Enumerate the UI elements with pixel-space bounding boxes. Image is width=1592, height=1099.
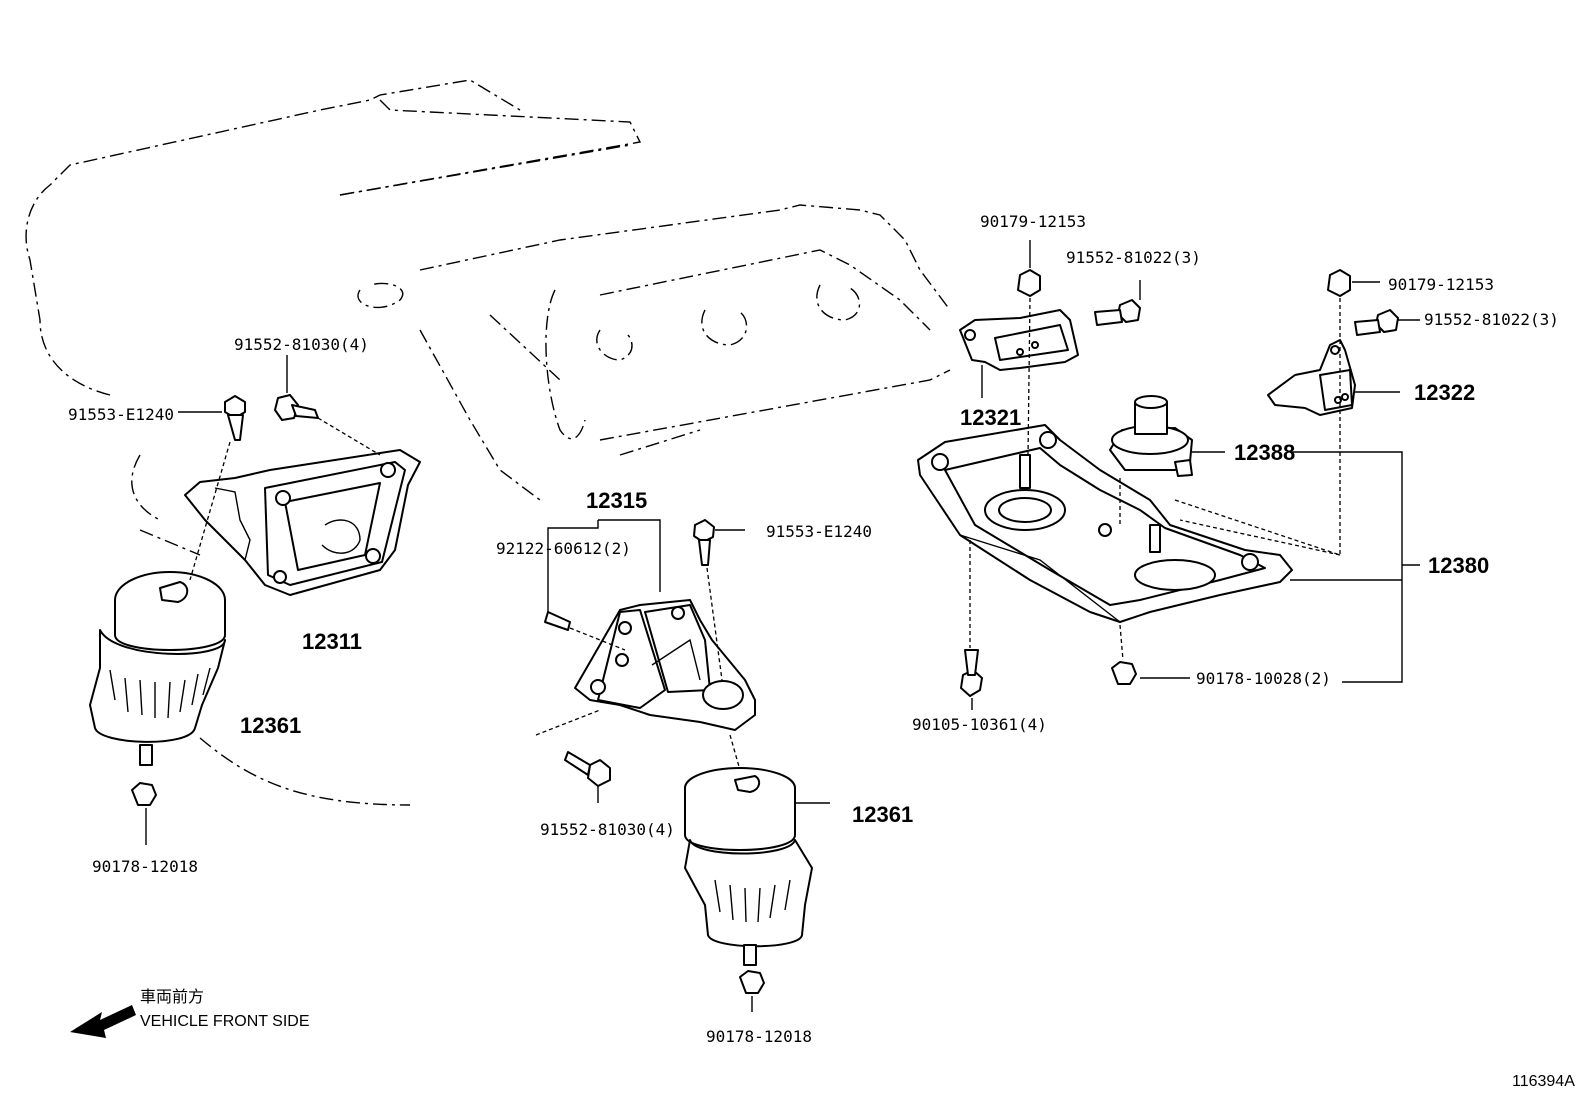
label-12322: 12322: [1414, 380, 1475, 405]
label-91552-b: 91552-81022(3): [1424, 310, 1559, 329]
label-91552-left: 91552-81030(4): [234, 335, 369, 354]
label-91552-a: 91552-81022(3): [1066, 248, 1201, 267]
center-insulator-12361: [684, 767, 830, 1012]
label-90179-b: 90179-12153: [1388, 275, 1494, 294]
bracket-12321: [959, 309, 1079, 398]
label-12388: 12388: [1234, 440, 1295, 465]
direction-english: VEHICLE FRONT SIDE: [140, 1013, 310, 1030]
label-12361-left: 12361: [240, 713, 301, 738]
engine-outline: [25, 79, 951, 806]
vehicle-front-arrow-icon: [70, 1005, 136, 1038]
label-12321: 12321: [960, 405, 1021, 430]
label-90105: 90105-10361(4): [912, 715, 1047, 734]
bracket-12322: [1267, 339, 1356, 416]
label-12361-center: 12361: [852, 802, 913, 827]
part-labels: 12311 12315 12321 12322 12388 12380 1236…: [68, 212, 1575, 1090]
right-fasteners: [960, 240, 1420, 710]
label-92122: 92122-60612(2): [496, 539, 631, 558]
label-90178-center: 90178-12018: [706, 1027, 812, 1046]
crossmember-12380: [917, 424, 1293, 623]
label-91553-center: 91553-E1240: [766, 522, 872, 541]
label-12380: 12380: [1428, 553, 1489, 578]
center-fasteners: [535, 519, 745, 803]
label-91553-left: 91553-E1240: [68, 405, 174, 424]
direction-japanese: 車両前方: [140, 988, 204, 1006]
label-12311: 12311: [302, 629, 362, 654]
label-91552-center: 91552-81030(4): [540, 820, 675, 839]
insulator-12388: [1109, 395, 1193, 477]
figure-id: 116394A: [1512, 1073, 1575, 1090]
label-90178-left: 90178-12018: [92, 857, 198, 876]
label-12315: 12315: [586, 488, 647, 513]
label-90179-a: 90179-12153: [980, 212, 1086, 231]
label-90178-right: 90178-10028(2): [1196, 669, 1331, 688]
left-insulator-12361: [89, 571, 226, 806]
left-fasteners: [145, 355, 381, 845]
center-bracket-12315: [574, 599, 756, 731]
left-mount-bracket-12311: [184, 449, 421, 596]
